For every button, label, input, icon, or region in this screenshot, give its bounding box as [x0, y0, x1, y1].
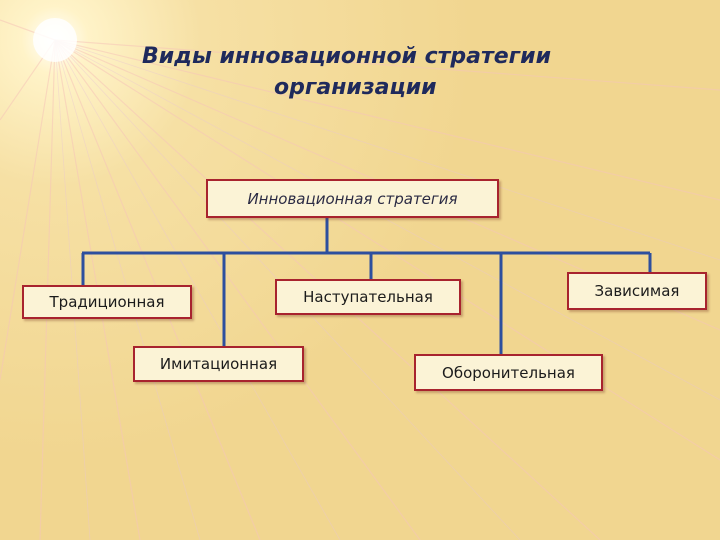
node-imitational-label: Имитационная: [159, 355, 278, 373]
node-innovation-strategy-label: Инновационная стратегия: [247, 189, 458, 208]
node-defensive-label: Оборонительная: [442, 363, 575, 382]
node-dependent: Зависимая: [567, 272, 707, 310]
node-innovation-strategy: Инновационная стратегия: [206, 179, 499, 218]
node-imitational: Имитационная: [133, 346, 304, 382]
node-dependent-label: Зависимая: [594, 282, 680, 300]
node-defensive: Оборонительная: [414, 354, 603, 391]
node-offensive-label: Наступательная: [303, 288, 433, 306]
node-offensive: Наступательная: [275, 279, 461, 315]
title-line-2: организации: [274, 75, 437, 100]
node-traditional: Традиционная: [22, 285, 192, 319]
title-line-1: Виды инновационной стратегии: [142, 44, 552, 69]
node-traditional-label: Традиционная: [49, 293, 165, 311]
